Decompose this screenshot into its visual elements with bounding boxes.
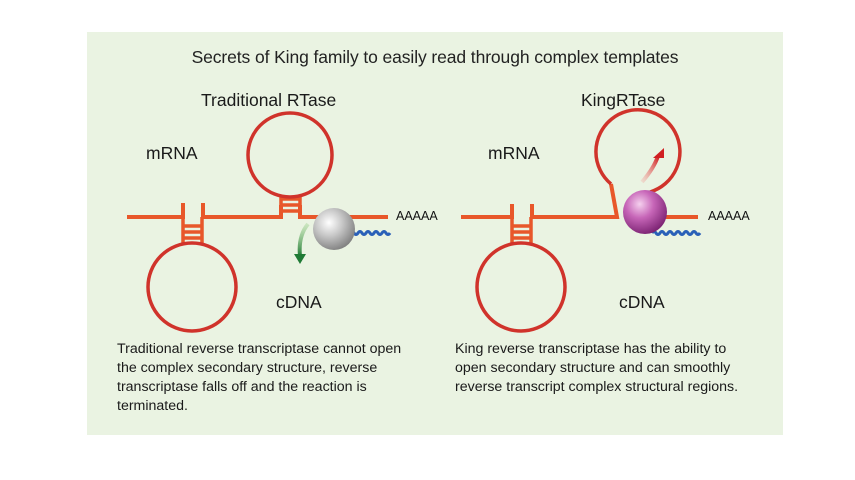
bottom-loop: [475, 241, 567, 333]
falloff-arrow-icon: [297, 222, 310, 257]
top-hairpin-stem: [279, 196, 302, 217]
king-description: King reverse transcriptase has the abili…: [455, 341, 739, 395]
traditional-rtase-enzyme: [313, 208, 355, 250]
cdna-label-left: cDNA: [276, 292, 322, 312]
traditional-diagram: [127, 111, 392, 333]
diagram-title: Secrets of King family to easily read th…: [191, 47, 679, 67]
open-structure-arrowhead: [653, 148, 664, 158]
mrna-strand: [461, 183, 620, 219]
traditional-heading: Traditional RTase: [201, 90, 337, 110]
cdna-label-right: cDNA: [619, 292, 665, 312]
king-heading: KingRTase: [581, 90, 666, 110]
bottom-hairpin-stem: [181, 217, 204, 245]
mrna-label-left: mRNA: [146, 143, 198, 163]
top-loop: [246, 111, 334, 199]
traditional-description: Traditional reverse transcriptase cannot…: [117, 341, 402, 414]
king-rtase-enzyme: [623, 190, 667, 234]
cdna-strand: [348, 230, 392, 236]
king-diagram: [461, 108, 702, 333]
falloff-arrowhead: [294, 254, 306, 264]
cdna-strand: [650, 230, 702, 236]
polya-label-right: AAAAA: [708, 209, 750, 223]
open-structure-arrow-icon: [640, 155, 660, 184]
bottom-hairpin-stem: [510, 217, 533, 245]
polya-label-left: AAAAA: [396, 209, 438, 223]
bottom-loop: [146, 241, 238, 333]
mrna-label-right: mRNA: [488, 143, 540, 163]
opened-top-loop: [594, 108, 682, 194]
